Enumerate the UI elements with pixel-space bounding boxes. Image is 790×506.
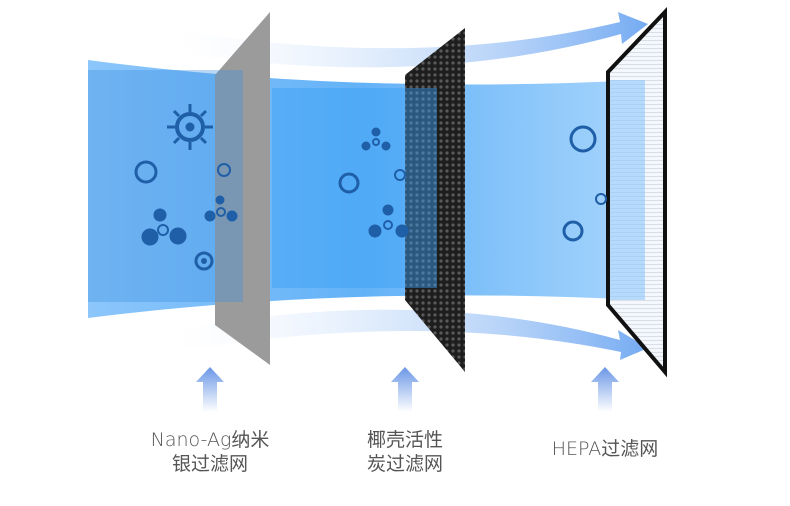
bacteria-icon: [394, 169, 406, 181]
label-line: HEPA过滤网: [551, 438, 659, 460]
carbon-filter-label: 椰壳活性 炭过滤网: [340, 428, 470, 476]
up-arrow-icon: [196, 367, 224, 412]
virus-icon: [194, 251, 214, 271]
label-line: 银过滤网: [171, 453, 248, 475]
carbon-filter: [405, 28, 465, 372]
molecule-icon: [141, 208, 187, 246]
nano-silver-filter-label: Nano-Ag纳米 银过滤网: [125, 428, 295, 476]
up-arrow-icon: [391, 367, 419, 412]
label-line: 炭过滤网: [366, 453, 443, 475]
filter-overlay: [272, 88, 437, 288]
molecule-icon: [368, 204, 409, 238]
bacteria-icon: [569, 125, 597, 153]
virus-icon: [167, 104, 213, 150]
hepa-filter-label: HEPA过滤网: [525, 437, 685, 461]
label-line: 椰壳活性: [366, 429, 443, 451]
bacteria-icon: [562, 220, 584, 242]
airflow-arrow-top: [175, 12, 648, 68]
nano-silver-filter: [215, 12, 270, 365]
label-line: Nano-Ag纳米: [150, 429, 270, 451]
bacteria-icon: [134, 160, 158, 184]
up-arrow-icon: [591, 367, 619, 412]
molecule-icon: [204, 195, 238, 222]
bacteria-icon: [338, 172, 360, 194]
bacteria-icon: [595, 193, 607, 205]
filter-overlay: [88, 70, 243, 302]
molecule-icon: [361, 127, 391, 151]
airflow-arrow-bottom: [175, 309, 648, 360]
particle-icons: [134, 104, 607, 271]
filter-overlay: [610, 80, 645, 300]
bacteria-icon: [217, 163, 231, 177]
